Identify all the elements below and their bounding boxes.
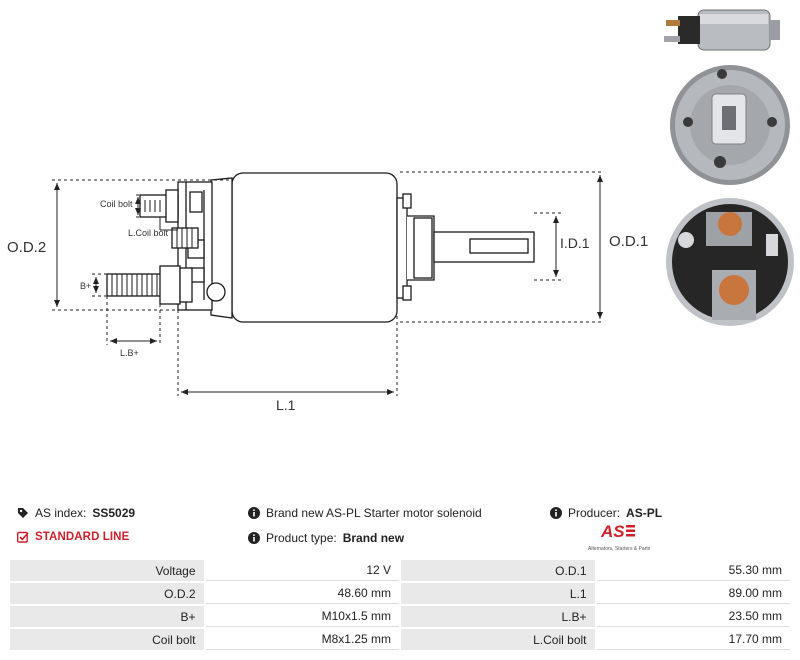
standard-line-badge: STANDARD LINE (17, 531, 129, 543)
spec-value: 12 V (205, 560, 399, 581)
id1-label: I.D.1 (560, 235, 590, 251)
producer: Producer: AS-PL (550, 506, 662, 520)
solenoid-front-photo (670, 65, 790, 185)
solenoid-side-photo (664, 9, 780, 51)
as-pl-logo: AS Alternators, Starters & Parts (588, 522, 650, 552)
front-flange (396, 197, 408, 299)
b-plus-bolt (106, 273, 163, 297)
spec-label: B+ (10, 606, 204, 627)
solenoid-dimension-drawing: O.D.2 O.D.1 I.D.1 L.1 Coil bolt L.Coil b… (7, 171, 648, 413)
spec-label: Coil bolt (10, 629, 204, 650)
spec-label: L.B+ (401, 606, 595, 627)
b-plus-label: B+ (80, 281, 91, 291)
product-type-label: Product type: (266, 531, 337, 545)
check-square-icon (17, 531, 29, 543)
solenoid-body (231, 172, 398, 323)
od1-label: O.D.1 (609, 233, 648, 250)
l-coil-bolt (171, 227, 199, 249)
svg-text:AS: AS (601, 522, 625, 540)
l-coil-bolt-label: L.Coil bolt (128, 228, 169, 238)
spec-value: M10x1.5 mm (205, 606, 399, 627)
as-index-value: SS5029 (92, 506, 136, 520)
tag-icon (18, 508, 28, 518)
info-icon (248, 507, 260, 519)
spec-label: Voltage (10, 560, 204, 581)
description: Brand new AS-PL Starter motor solenoid (248, 506, 482, 520)
as-index: AS index: SS5029 (17, 506, 135, 520)
product-type: Product type: Brand new (248, 531, 404, 545)
solenoid-terminals-photo (666, 198, 794, 326)
lb-plus-label: L.B+ (120, 348, 139, 358)
producer-label: Producer: (568, 506, 621, 520)
spec-value: 89.00 mm (596, 583, 790, 604)
spec-label: O.D.2 (10, 583, 204, 604)
spec-label: L.Coil bolt (401, 629, 595, 650)
spec-label: O.D.1 (401, 560, 595, 581)
spec-value: 48.60 mm (205, 583, 399, 604)
logo-subtitle: Alternators, Starters & Parts (588, 546, 651, 552)
product-info: AS index: SS5029 Brand new AS-PL Starter… (0, 500, 800, 560)
standard-line-label: STANDARD LINE (35, 531, 130, 543)
info-icon (248, 532, 260, 544)
as-logo-mark: AS (600, 522, 635, 541)
spec-label: L.1 (401, 583, 595, 604)
producer-value: AS-PL (626, 506, 663, 520)
od2-label: O.D.2 (7, 239, 46, 256)
l1-label: L.1 (276, 397, 296, 413)
coil-bolt-label: Coil bolt (100, 199, 133, 209)
spec-value: M8x1.25 mm (205, 629, 399, 650)
info-icon (550, 507, 562, 519)
spec-value: 23.50 mm (596, 606, 790, 627)
as-index-label: AS index: (35, 506, 87, 520)
spec-value: 55.30 mm (596, 560, 790, 581)
description-text: Brand new AS-PL Starter motor solenoid (266, 506, 482, 520)
spec-value: 17.70 mm (596, 629, 790, 650)
product-type-value: Brand new (342, 531, 405, 545)
